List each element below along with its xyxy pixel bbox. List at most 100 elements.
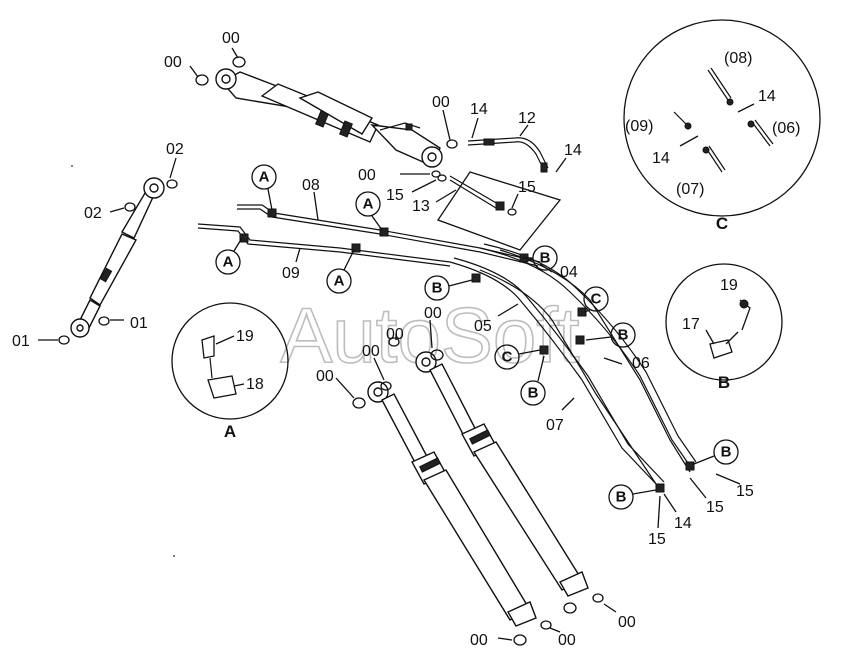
part-label: 12 [518,110,536,127]
callout-a: A [355,191,383,231]
svg-text:B: B [618,327,629,344]
o-ring [437,174,447,182]
detail-b-part-17: 17 [682,316,700,333]
detail-a-caption: A [224,422,236,441]
callouts: A A A A B B B B B B C C [215,164,739,510]
callout-b: B [424,275,473,301]
svg-text:A: A [223,254,234,271]
o-ring [563,602,577,614]
part-label: 00 [618,614,636,631]
part-label: 15 [736,483,754,500]
part-label: 02 [166,141,184,158]
o-ring [195,74,209,86]
part-label: 00 [316,368,334,385]
detail-c-part-08: (08) [724,50,752,67]
o-ring [446,139,458,149]
detail-c-part-14: 14 [758,88,776,105]
detail-c-part-09: (09) [625,118,653,135]
svg-text:B: B [432,280,443,297]
detail-view-a: 19 18 A [171,302,289,441]
callout-b: B [693,439,739,465]
pipe-06 [499,249,691,473]
svg-text:A: A [363,196,374,213]
part-label: 00 [222,30,240,47]
detail-a-part-18: 18 [246,376,264,393]
part-label: 06 [632,355,650,372]
callout-a: A [326,249,355,294]
detail-c-part-14b: 14 [652,150,670,167]
cylinder-bottom-right [380,337,604,614]
callout-b: B [585,322,636,348]
part-label: 00 [358,167,376,184]
part-label: 09 [282,265,300,282]
part-label: 13 [412,198,430,215]
boom-cylinder-top [195,56,458,178]
callout-a: A [251,164,277,211]
o-ring [232,56,246,68]
part-label: 15 [648,531,666,548]
o-ring [592,593,604,603]
part-label: 15 [386,187,404,204]
svg-text:C: C [502,349,513,366]
part-label: 01 [130,315,148,332]
svg-text:B: B [528,385,539,402]
o-ring [380,381,392,391]
part-label: 00 [386,326,404,343]
part-label: 00 [558,632,576,649]
detail-c-part-06: (06) [772,120,800,137]
o-ring [124,202,136,212]
part-label: 00 [362,343,380,360]
part-label: 00 [424,305,442,322]
o-ring [430,349,444,361]
callout-b: B [522,245,558,271]
part-label: 14 [564,142,582,159]
svg-text:B: B [721,444,732,461]
leader-lines [38,47,741,641]
o-ring [540,620,552,630]
svg-text:C: C [591,291,602,308]
svg-text:A: A [259,169,270,186]
part-label: 00 [164,54,182,71]
part-label: 00 [470,632,488,649]
hose-13 [437,171,562,251]
svg-text:B: B [616,489,627,506]
callout-a: A [215,237,243,275]
callout-b: B [520,355,546,406]
part-label: 00 [432,94,450,111]
callout-b: B [608,484,657,510]
o-ring [166,179,178,189]
cylinder-bottom-left [352,381,552,646]
part-label: 14 [470,101,488,118]
detail-c-caption: C [716,214,728,233]
o-ring [98,316,110,326]
svg-text:A: A [334,273,345,290]
detail-view-c: (08) 14 (09) (06) 14 (07) C [623,19,821,233]
detail-a-part-19: 19 [236,328,254,345]
detail-b-part-19: 19 [720,277,738,294]
part-label: 04 [560,264,578,281]
detail-c-part-07: (07) [676,181,704,198]
cylinder-left [58,177,178,345]
part-label: 08 [302,177,320,194]
o-ring [352,397,366,409]
o-ring [388,337,400,347]
pipe-07 [479,269,661,491]
pipe-05 [449,257,665,487]
part-label: 01 [12,333,30,350]
o-ring [58,335,70,345]
part-label: 15 [518,179,536,196]
detail-view-b: 19 17 B [665,263,783,392]
part-label: 02 [84,205,102,222]
pipe-08 [237,204,541,267]
part-label: 07 [546,417,564,434]
callout-c: C [583,286,609,313]
part-label: 05 [474,318,492,335]
o-ring [431,170,441,178]
part-labels: 00 00 00 14 12 14 00 15 15 13 02 02 08 0… [12,30,754,649]
part-label: 15 [706,499,724,516]
hose-12 [467,137,549,173]
part-label: 14 [674,515,692,532]
o-ring [507,208,517,216]
callout-c: C [494,344,541,370]
